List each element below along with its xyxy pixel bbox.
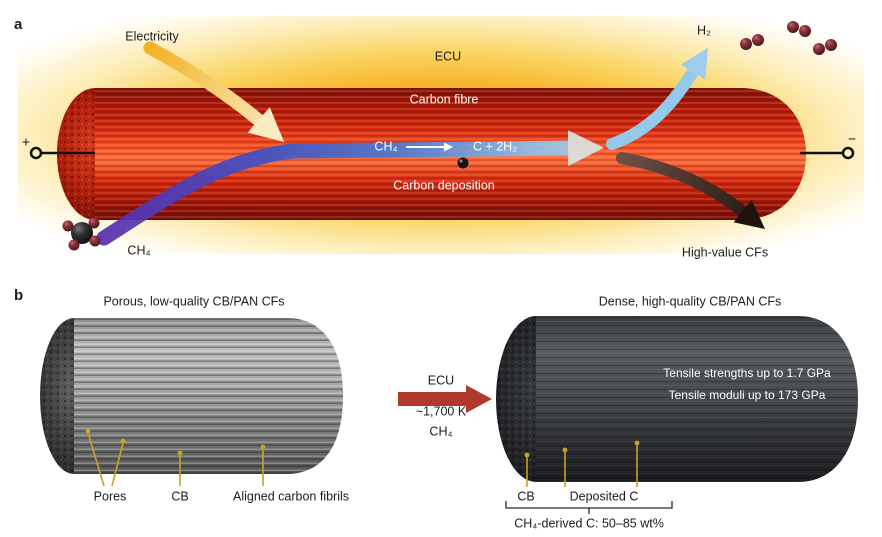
gas-flow-arrow: [96, 130, 604, 246]
h2-molecule: [787, 21, 811, 37]
carbon-deposition-label: Carbon deposition: [393, 178, 495, 193]
reaction-product: C + 2H₂: [472, 139, 518, 154]
high-value-cfs-arrow: [616, 152, 765, 229]
cathode-sign: −: [847, 130, 857, 147]
carbon-particle: [457, 157, 469, 169]
left-cf-title: Porous, low-quality CB/PAN CFs: [103, 294, 285, 309]
panel-a-letter: a: [14, 16, 23, 33]
ch4-derived-text: CH₄-derived C: 50–85 wt%: [514, 516, 664, 531]
tensile-strength-text: Tensile strengths up to 1.7 GPa: [663, 365, 831, 380]
h2-molecule: [813, 39, 837, 55]
h2-label: H₂: [697, 23, 711, 38]
process-feed-gas: CH₄: [429, 424, 453, 439]
electricity-label: Electricity: [125, 29, 179, 44]
fibrils-label: Aligned carbon fibrils: [232, 489, 350, 504]
deposited-c-pointer: [562, 440, 640, 487]
cb-right-pointer: [524, 452, 530, 487]
anode-terminal: [29, 146, 95, 160]
cathode-terminal: [800, 146, 855, 160]
cb-left-label: CB: [171, 489, 189, 504]
ch4-label-a: CH₄: [127, 243, 151, 258]
pores-label: Pores: [93, 489, 127, 504]
deposited-c-label: Deposited C: [569, 489, 639, 504]
panel-b-letter: b: [14, 287, 24, 304]
fibrils-pointer: [260, 444, 266, 486]
ecu-label-b: ECU: [427, 373, 455, 388]
tensile-modulus-text: Tensile moduli up to 173 GPa: [668, 387, 826, 402]
process-temperature: ~1,700 K: [415, 404, 467, 419]
pores-pointer: [85, 428, 126, 487]
ecu-label-a: ECU: [434, 49, 462, 64]
ecu-process-arrow: [398, 385, 492, 413]
anode-sign: +: [21, 133, 31, 150]
ch4-molecule: [62, 217, 101, 251]
cylinder-b-right-texture: [536, 316, 858, 482]
reaction-reactant: CH₄: [374, 139, 398, 154]
carbon-fibre-label: Carbon fibre: [409, 92, 479, 107]
cb-left-pointer: [177, 450, 183, 486]
h2-exit-arrow: [606, 47, 709, 150]
cylinder-b-left-fibril-texture: [74, 318, 343, 474]
high-value-cfs-label: High-value CFs: [681, 245, 769, 260]
right-cf-title: Dense, high-quality CB/PAN CFs: [598, 294, 782, 309]
cb-right-label: CB: [517, 489, 535, 504]
h2-molecule: [740, 34, 764, 50]
electricity-arrow: [143, 41, 285, 143]
derived-c-bracket: [505, 501, 673, 514]
